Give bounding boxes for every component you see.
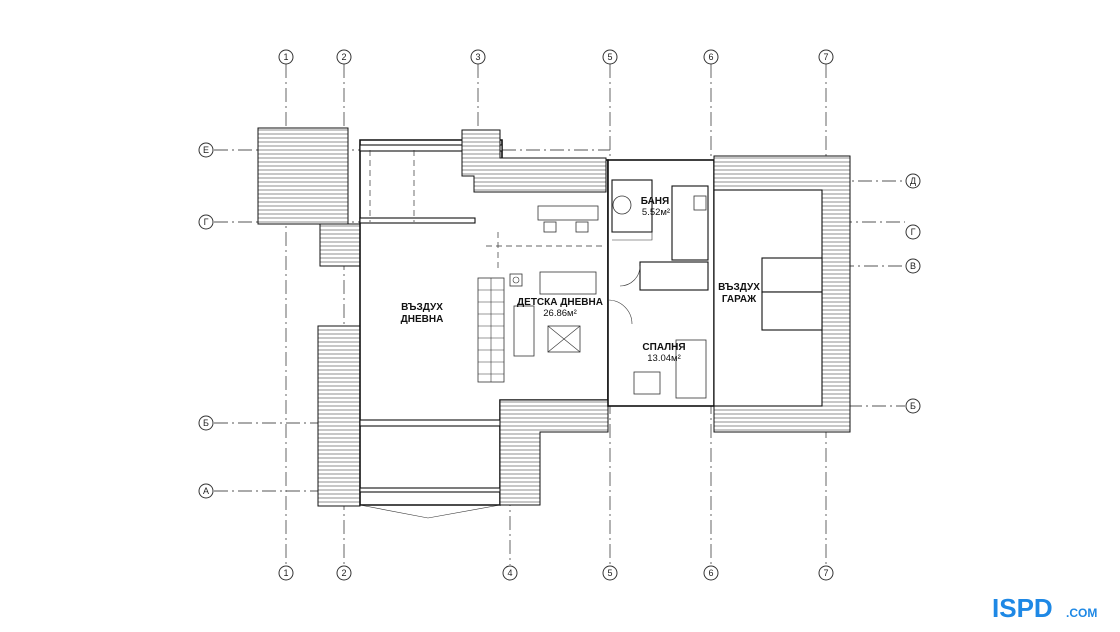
room-bath-name: БАНЯ	[641, 196, 669, 207]
axis-bubbles-left: Е Г Б А	[198, 142, 214, 499]
axis-label-left-e: Е	[203, 145, 209, 155]
room-bedroom-name: СПАЛНЯ	[642, 342, 685, 353]
axis-label-bottom-7: 7	[823, 568, 828, 578]
staircase	[477, 277, 505, 383]
axis-label-left-b: Б	[203, 418, 209, 428]
axis-label-top-3: 3	[475, 52, 480, 62]
logo-domain: .COM	[1066, 606, 1097, 620]
axis-bubbles-top: 1 2 3 5 6 7	[278, 49, 834, 65]
room-bath-area: 5.52м²	[642, 207, 670, 218]
air-garage-line2: ГАРАЖ	[722, 294, 757, 305]
axis-label-left-g: Г	[204, 217, 209, 227]
axis-label-bottom-4: 4	[507, 568, 512, 578]
air-garage-line1: ВЪЗДУХ	[718, 282, 760, 293]
ispd-logo: ISPD .COM	[988, 592, 1097, 623]
axis-label-right-d: Д	[910, 176, 916, 186]
logo-brand: ISPD	[992, 593, 1053, 623]
axis-label-right-g: Г	[911, 227, 916, 237]
axis-label-top-7: 7	[823, 52, 828, 62]
roof-overhang-left-bottom	[317, 325, 361, 507]
armchair	[513, 305, 535, 357]
axis-label-top-2: 2	[341, 52, 346, 62]
axis-bubbles-bottom: 1 2 4 5 6 7	[278, 565, 834, 581]
axis-label-bottom-2: 2	[341, 568, 346, 578]
bath-tub-icon	[612, 195, 632, 215]
axis-label-right-v: В	[910, 261, 916, 271]
room-bedroom-area: 13.04м²	[647, 353, 680, 364]
axis-label-left-a: А	[203, 486, 209, 496]
bed	[675, 339, 707, 399]
axis-label-top-1: 1	[283, 52, 288, 62]
axis-label-bottom-6: 6	[708, 568, 713, 578]
axis-bubbles-right: Д Г В Б	[905, 173, 921, 414]
air-living-line1: ВЪЗДУХ	[401, 302, 443, 313]
desk	[633, 371, 661, 395]
room-labels: БАНЯ 5.52м² ДЕТСКА ДНЕВНА 26.86м² СПАЛНЯ…	[401, 196, 761, 364]
sofa	[539, 271, 597, 295]
axis-label-bottom-5: 5	[607, 568, 612, 578]
axis-label-bottom-1: 1	[283, 568, 288, 578]
axis-label-top-6: 6	[708, 52, 713, 62]
roof-overhang-left-top	[257, 127, 349, 225]
interior-furniture	[369, 150, 707, 399]
room-kids-living-name: ДЕТСКА ДНЕВНА	[517, 297, 603, 308]
room-kids-living-area: 26.86м²	[543, 308, 576, 319]
axis-label-right-b: Б	[910, 401, 916, 411]
toilet-icon	[693, 195, 707, 211]
axis-label-top-5: 5	[607, 52, 612, 62]
building-walls	[257, 127, 851, 519]
air-living-line2: ДНЕВНА	[401, 314, 444, 325]
